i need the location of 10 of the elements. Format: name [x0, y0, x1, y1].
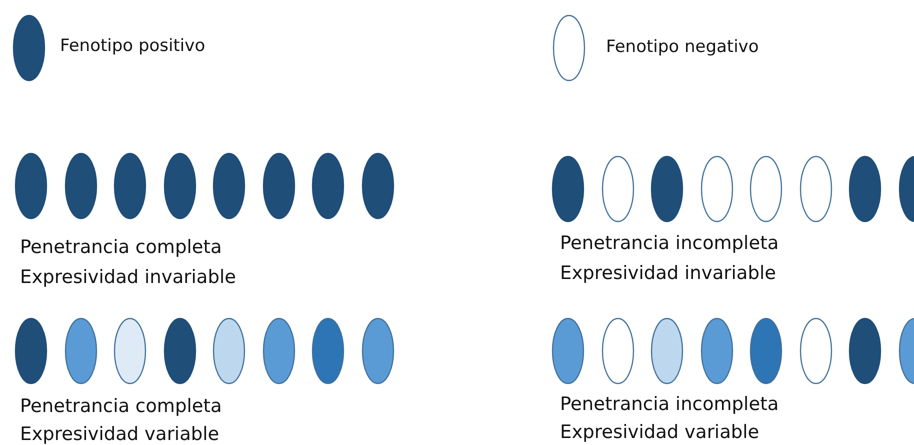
row-caption: Expresividad invariable	[20, 268, 236, 288]
row-caption: Expresividad variable	[560, 423, 760, 444]
row-caption: Penetrancia incompleta	[560, 395, 779, 416]
row-caption: Penetrancia completa	[20, 238, 222, 258]
legend-label: Fenotipo negativo	[606, 37, 759, 57]
row-caption: Penetrancia completa	[20, 397, 222, 418]
legend-label: Fenotipo positivo	[60, 36, 206, 56]
row-caption: Expresividad variable	[20, 425, 220, 445]
row-caption: Penetrancia incompleta	[560, 234, 779, 254]
row-caption: Expresividad invariable	[560, 264, 776, 284]
